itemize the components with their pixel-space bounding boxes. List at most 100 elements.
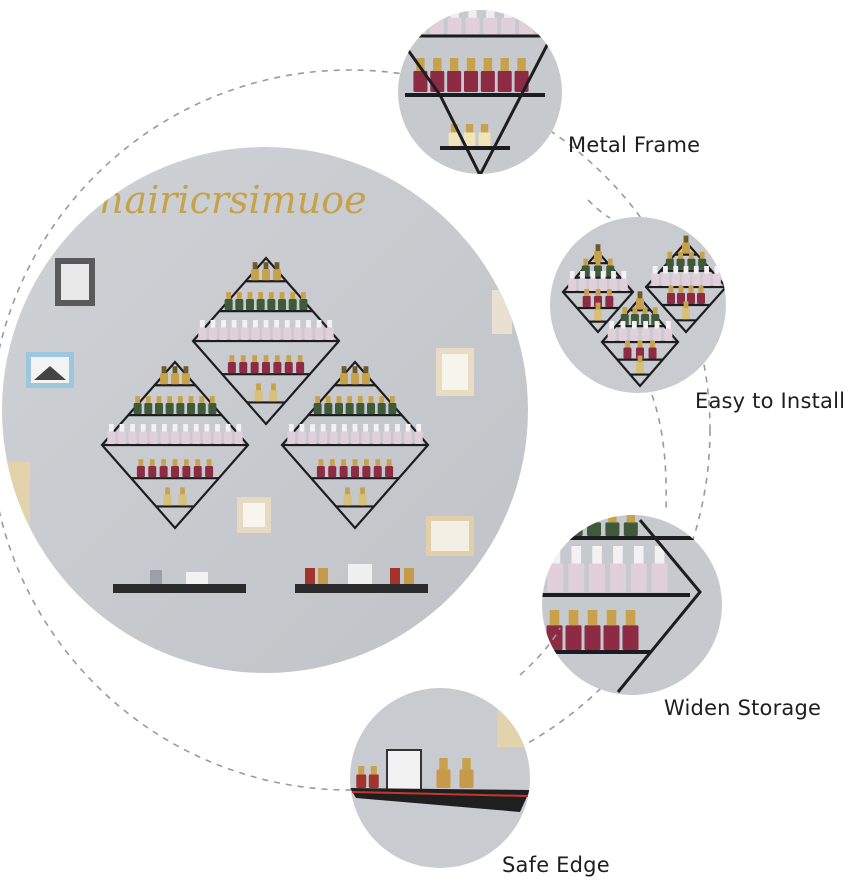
bottle-cap [226,292,232,299]
bottle-cap [341,424,347,432]
bottle-cap [504,10,513,18]
bottle [664,328,673,341]
bottle [568,563,585,592]
bottle-cap [108,424,114,432]
bottle [267,298,276,311]
bottle [667,292,675,304]
bottle [316,466,325,478]
bottle-cap [138,459,144,467]
bottle [136,466,145,478]
bottle-cap [271,383,276,391]
bottle-cap [274,320,280,328]
bottle [682,308,690,320]
bottle-cap [689,251,694,259]
feature-label-easy-install: Easy to Install [695,389,846,413]
feature-circle-widen-storage [542,515,722,695]
bottle-cap [156,396,162,403]
bottle [712,273,721,286]
bottle-cap [135,396,141,403]
bottle-cap [180,487,185,495]
bottle [340,431,349,444]
bottle [329,431,338,444]
bottle [692,273,701,286]
bottle [603,625,620,650]
bottle [181,373,190,385]
bottle [630,328,639,341]
bottle [325,327,334,340]
bottle-cap [161,459,167,467]
bottle-cap [274,355,280,363]
bottle-cap [357,396,363,403]
dashed-orbit [0,69,711,791]
bottle-cap [240,355,246,363]
bottle-cap [145,396,151,403]
bottle-cap [449,58,459,71]
bottle [304,327,313,340]
bottle [623,347,632,359]
bottle [299,298,308,311]
bottle [636,298,644,310]
bottle-cap [345,487,350,495]
bottle-cap [327,320,333,328]
bottle-cap [288,424,294,432]
bottle-cap [466,58,476,71]
bottle-cap [360,487,365,495]
bottle [519,17,534,34]
bottle [356,402,365,415]
bottle [340,373,349,385]
dashed-connector [587,199,611,219]
bottle-cap [206,459,212,467]
diamond-shelves [100,256,430,530]
bottle [367,402,376,415]
bottle [254,390,263,402]
bottle [623,522,638,536]
diamond-shelf [280,360,430,530]
bottle [609,563,626,592]
bottle [235,298,244,311]
bottle-cap [193,424,199,432]
bottle-cap [352,424,358,432]
bottle [192,431,201,444]
bottle-cap [698,286,704,293]
bottle [483,17,498,34]
bottle [160,431,169,444]
bottle-cap [229,355,235,363]
bottle-cap [373,424,379,432]
bottle-cap [667,251,673,259]
bottle-cap [231,320,237,328]
shelf-edge-highlight [351,791,529,797]
bottle [465,17,480,34]
bottle [213,431,222,444]
bottle [133,402,142,415]
bottle-cap [279,292,285,299]
bottle [594,265,602,277]
bottle [230,327,239,340]
bottle-cap [626,515,635,523]
bottle [368,774,379,788]
bottle [388,402,397,415]
bottle-cap [195,459,201,467]
bottle-cap [395,424,400,432]
bottle-cap [149,459,155,467]
bottle-cap [183,459,189,467]
bottle [677,292,685,304]
bottle-cap [297,355,303,363]
bottle-cap [209,396,215,403]
diamond-frame [644,240,726,334]
feature-circle-metal-frame [398,10,562,174]
bottle [148,466,157,478]
bottle-cap [274,262,280,270]
bottle [377,402,386,415]
bottle-cap [320,424,326,432]
bottle-cap [625,340,630,348]
bottle [404,431,413,444]
bottle-cap [486,10,495,18]
bottle [682,273,690,286]
bottle-cap [652,307,658,314]
bottle-cap [352,366,358,374]
bottle-cap [188,396,194,403]
bottle-cap [587,610,598,626]
bottle-cap [341,366,347,374]
bottle [345,402,354,415]
bottle [351,466,359,478]
